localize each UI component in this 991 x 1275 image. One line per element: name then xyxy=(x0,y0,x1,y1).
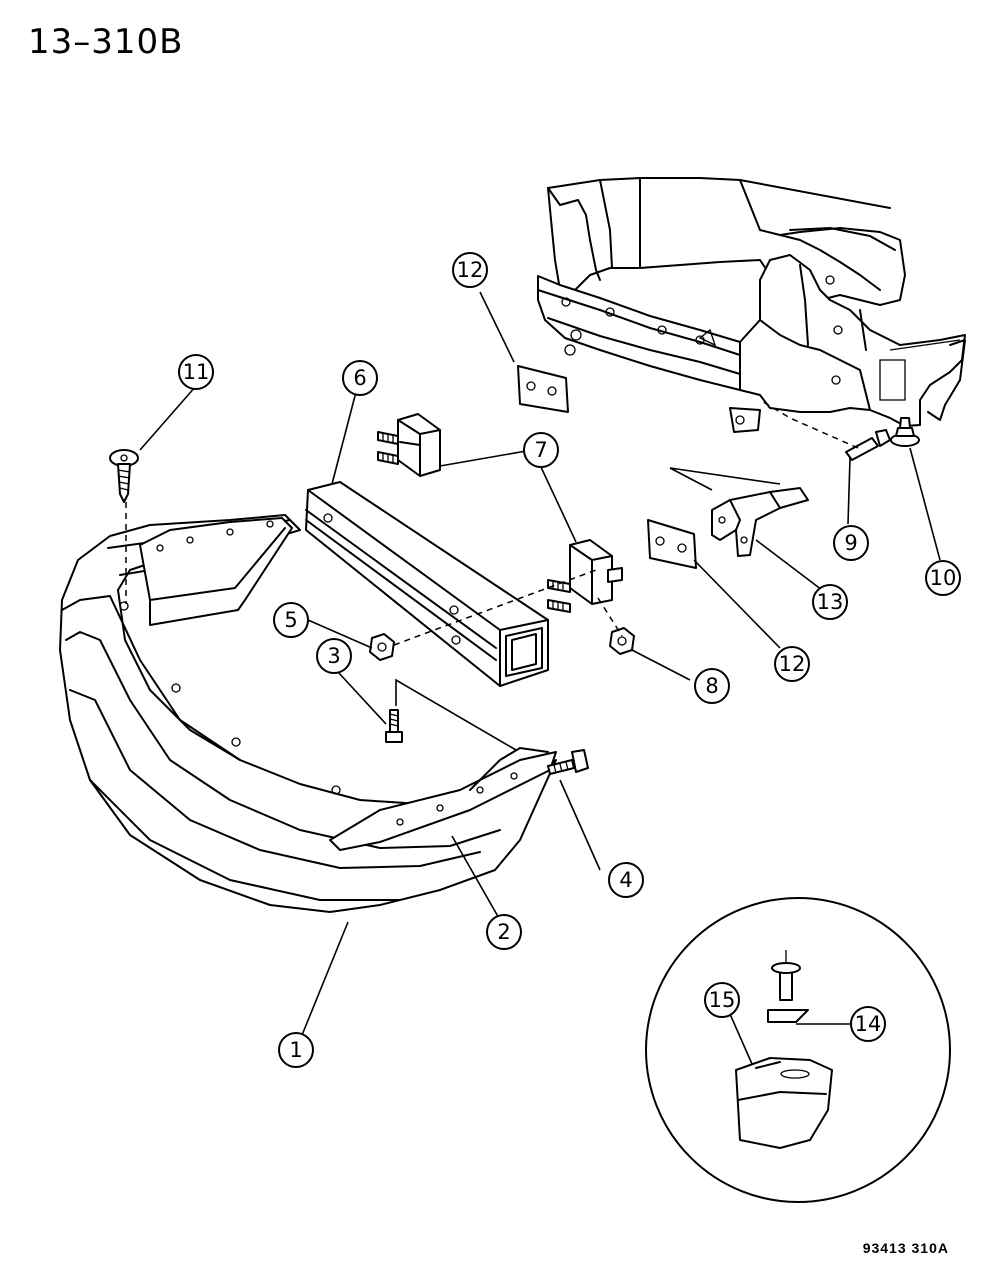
isolator-lower xyxy=(547,539,623,613)
spacer-plate-upper xyxy=(517,365,569,413)
detail-view xyxy=(645,897,951,1203)
svg-text:13: 13 xyxy=(817,590,844,614)
isolator-upper xyxy=(377,413,441,477)
callout-6: 6 xyxy=(342,360,378,396)
svg-text:2: 2 xyxy=(497,920,510,944)
callout-7: 7 xyxy=(523,432,559,468)
svg-text:12: 12 xyxy=(779,652,806,676)
callout-14: 14 xyxy=(850,1006,886,1042)
bolt-9 xyxy=(845,429,891,461)
callout-2: 2 xyxy=(486,914,522,950)
svg-text:8: 8 xyxy=(705,674,718,698)
callout-3: 3 xyxy=(316,638,352,674)
svg-text:1: 1 xyxy=(289,1038,302,1062)
callout-10: 10 xyxy=(925,560,961,596)
callout-15: 15 xyxy=(704,982,740,1018)
callout-1: 1 xyxy=(278,1032,314,1068)
callout-13: 13 xyxy=(812,584,848,620)
bolt-4 xyxy=(547,749,589,775)
leader-lines xyxy=(125,291,941,1065)
svg-text:14: 14 xyxy=(855,1012,882,1036)
svg-text:3: 3 xyxy=(327,644,340,668)
push-clip-10 xyxy=(890,417,920,447)
page-title: 13–310B xyxy=(28,22,184,62)
bracket xyxy=(711,487,809,557)
svg-text:11: 11 xyxy=(183,360,210,384)
spacer-plate-lower xyxy=(647,519,697,569)
diagram-reference-code: 93413 310A xyxy=(862,1240,949,1256)
svg-text:12: 12 xyxy=(457,258,484,282)
callout-8: 8 xyxy=(694,668,730,704)
screw-11 xyxy=(109,449,139,503)
vehicle-rear-body xyxy=(537,177,966,433)
nut-5 xyxy=(369,633,395,661)
svg-text:7: 7 xyxy=(534,438,547,462)
bumper-fascia xyxy=(59,514,557,913)
callout-4: 4 xyxy=(608,862,644,898)
svg-text:5: 5 xyxy=(284,608,297,632)
svg-text:4: 4 xyxy=(619,868,632,892)
callout-11: 11 xyxy=(178,354,214,390)
callout-12-upper: 12 xyxy=(452,252,488,288)
callout-9: 9 xyxy=(833,525,869,561)
svg-text:6: 6 xyxy=(353,366,366,390)
svg-text:10: 10 xyxy=(930,566,957,590)
callout-5: 5 xyxy=(273,602,309,638)
callout-12-lower: 12 xyxy=(774,646,810,682)
bolt-3 xyxy=(385,709,403,743)
svg-text:15: 15 xyxy=(709,988,736,1012)
impact-bar xyxy=(305,481,549,687)
nut-8 xyxy=(609,627,635,655)
svg-text:9: 9 xyxy=(844,531,857,555)
fascia-support xyxy=(119,517,557,851)
